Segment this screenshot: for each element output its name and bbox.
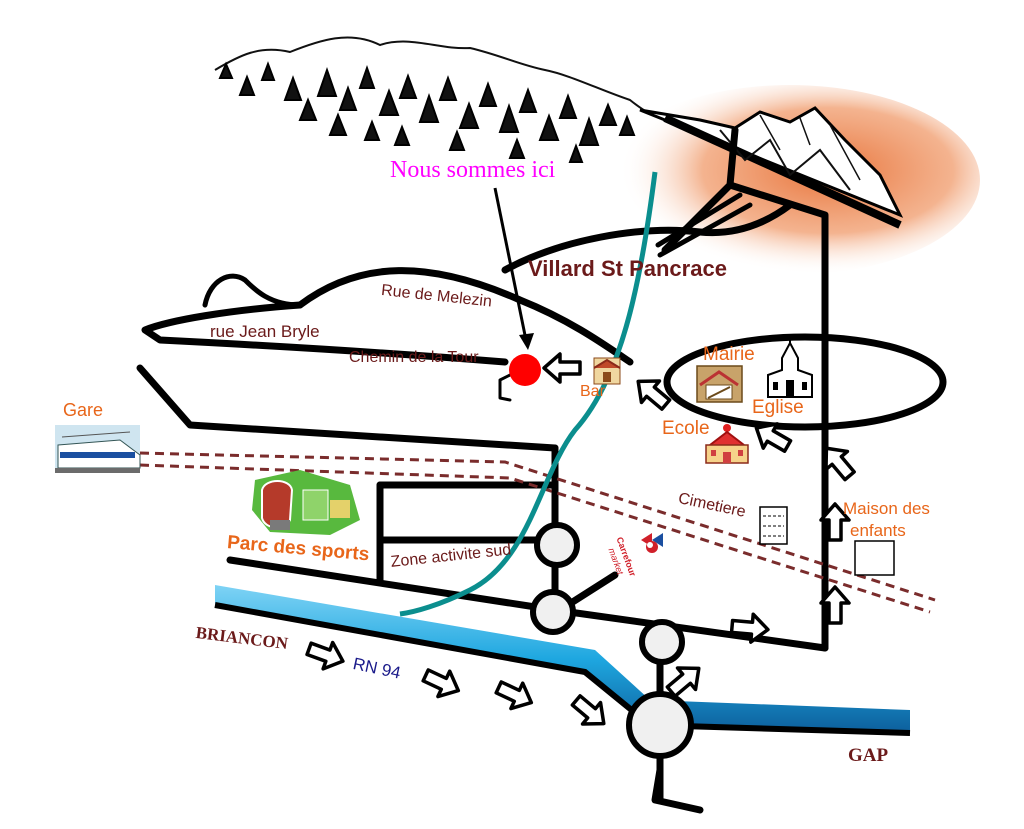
- rue-jean-bryle-label: rue Jean Bryle: [210, 322, 320, 341]
- maison-enfants-box: [854, 540, 895, 576]
- here-label: Nous sommes ici: [390, 157, 556, 183]
- gap-label: GAP: [848, 745, 889, 766]
- maison-label-2: enfants: [850, 521, 906, 540]
- mairie-eglise-district: [663, 333, 947, 431]
- mountain-range-icon: [214, 36, 904, 229]
- railway-line: [139, 451, 936, 614]
- bar-house-icon: [593, 357, 621, 385]
- here-pointer: [493, 187, 529, 346]
- sports-park-icon: [252, 470, 360, 535]
- bar-label: Bar: [580, 383, 605, 400]
- eglise-label: Eglise: [752, 397, 804, 418]
- river: [214, 585, 911, 736]
- maison-label-1: Maison des: [843, 499, 930, 518]
- ecole-label: Ecole: [662, 418, 710, 439]
- train-icon: [55, 425, 141, 473]
- village-name: Villard St Pancrace: [528, 256, 727, 281]
- gare-label: Gare: [63, 400, 104, 420]
- mairie-label: Mairie: [703, 344, 755, 365]
- location-marker-icon: [509, 354, 541, 386]
- church-icon: [767, 335, 813, 398]
- roundabouts: [530, 522, 694, 759]
- chemin-tour-label: Chemin de la Tour: [349, 349, 479, 366]
- road-network: [136, 126, 829, 814]
- carrefour-logo-icon: [641, 533, 663, 553]
- school-icon: [705, 424, 749, 464]
- cable-car-line: [399, 171, 658, 617]
- mairie-house-icon: [696, 365, 743, 403]
